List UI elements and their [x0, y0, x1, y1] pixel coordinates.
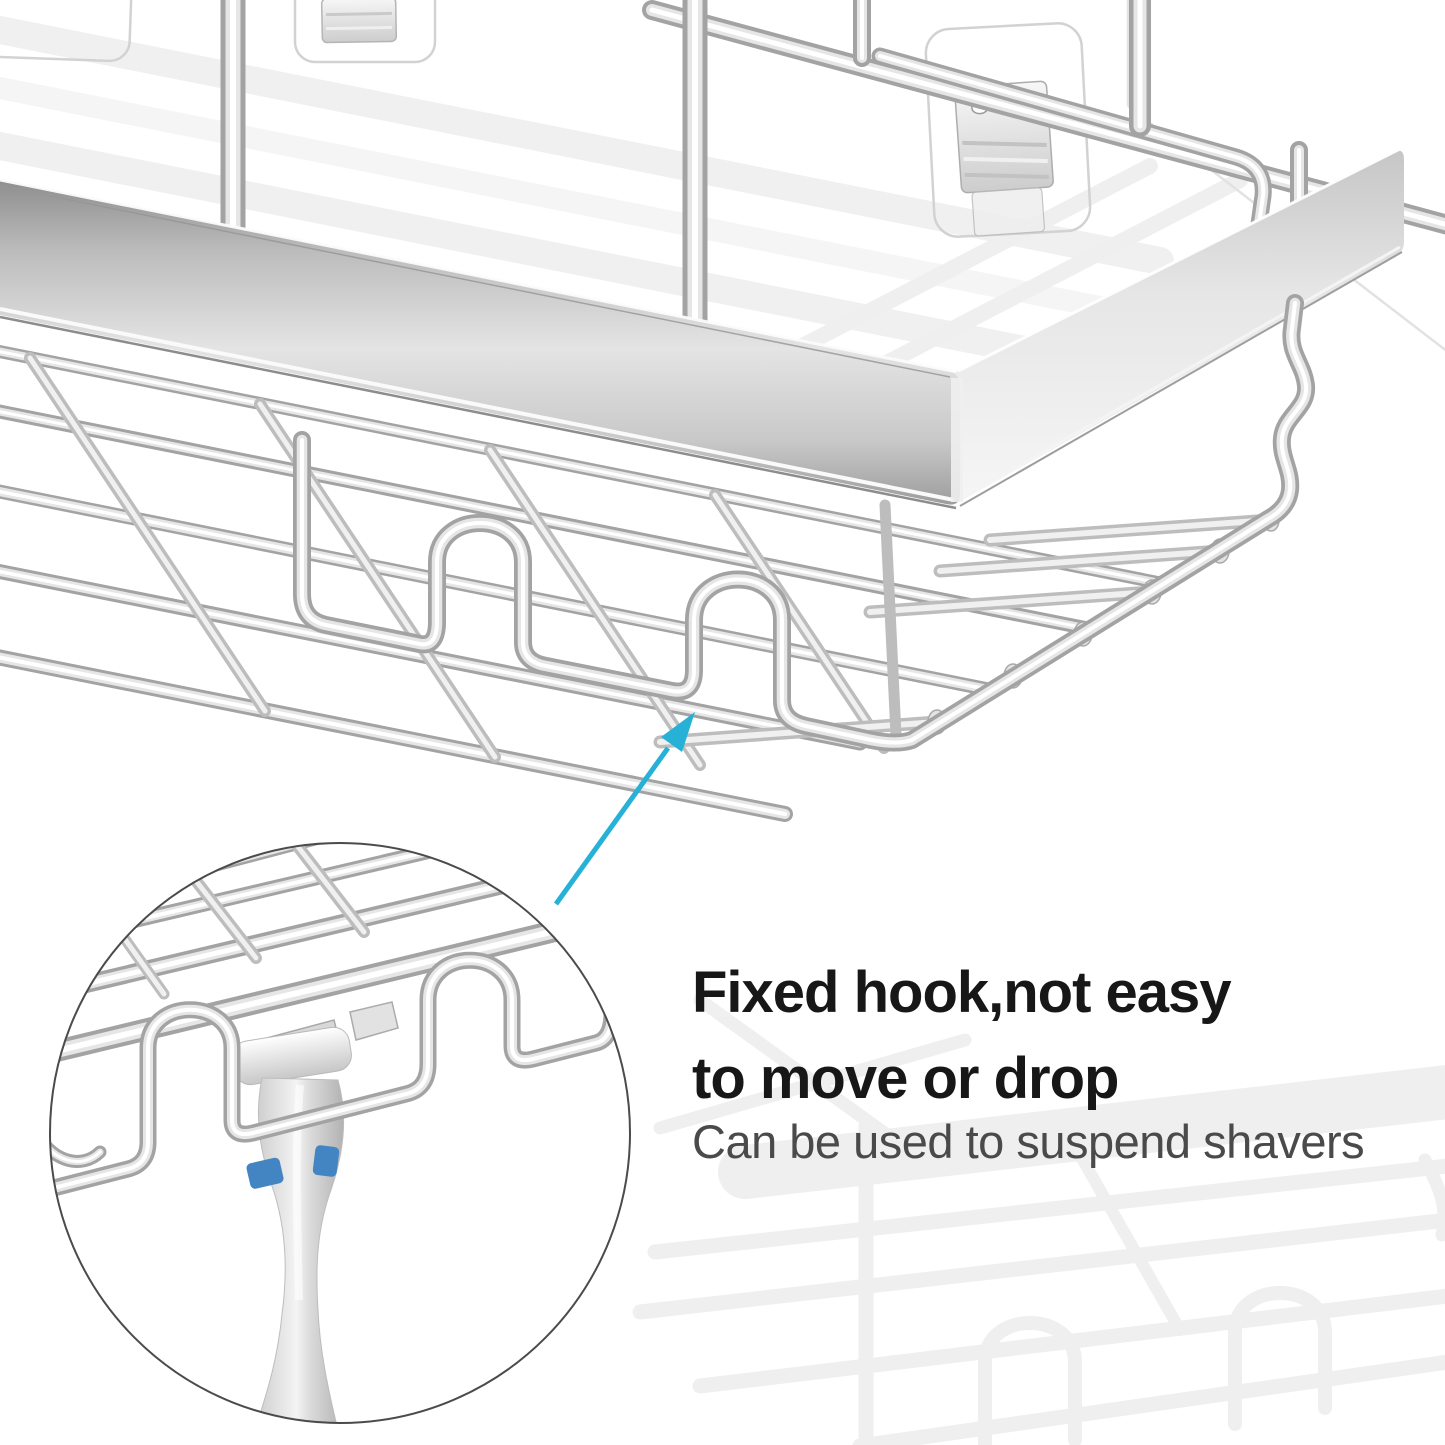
magnifier-inset	[49, 842, 634, 1424]
inset-content	[50, 843, 634, 1423]
callout-heading-line2: to move or drop	[692, 1046, 1119, 1111]
band-side-face	[952, 150, 1404, 506]
inset-razor	[232, 1026, 352, 1423]
ghost-basket	[632, 993, 1445, 1445]
mounting-bracket	[320, 0, 398, 44]
callout-subheading: Can be used to suspend shavers	[692, 1115, 1365, 1168]
arrow-head	[661, 712, 695, 752]
adhesive-pad	[0, 0, 134, 63]
basket-rim-band	[0, 147, 1404, 510]
callout-heading-line1: Fixed hook,not easy	[692, 960, 1232, 1025]
callout-arrow	[553, 712, 695, 906]
inset-border-circle	[49, 842, 631, 1424]
band-front-face	[0, 180, 960, 505]
razor-grip-accent	[246, 1157, 284, 1189]
adhesive-pad	[293, 0, 437, 64]
razor-grip-accent	[312, 1145, 340, 1177]
callout-heading: Fixed hook,not easy to move or drop	[692, 950, 1445, 1122]
grid-cross-slats	[30, 358, 1271, 765]
